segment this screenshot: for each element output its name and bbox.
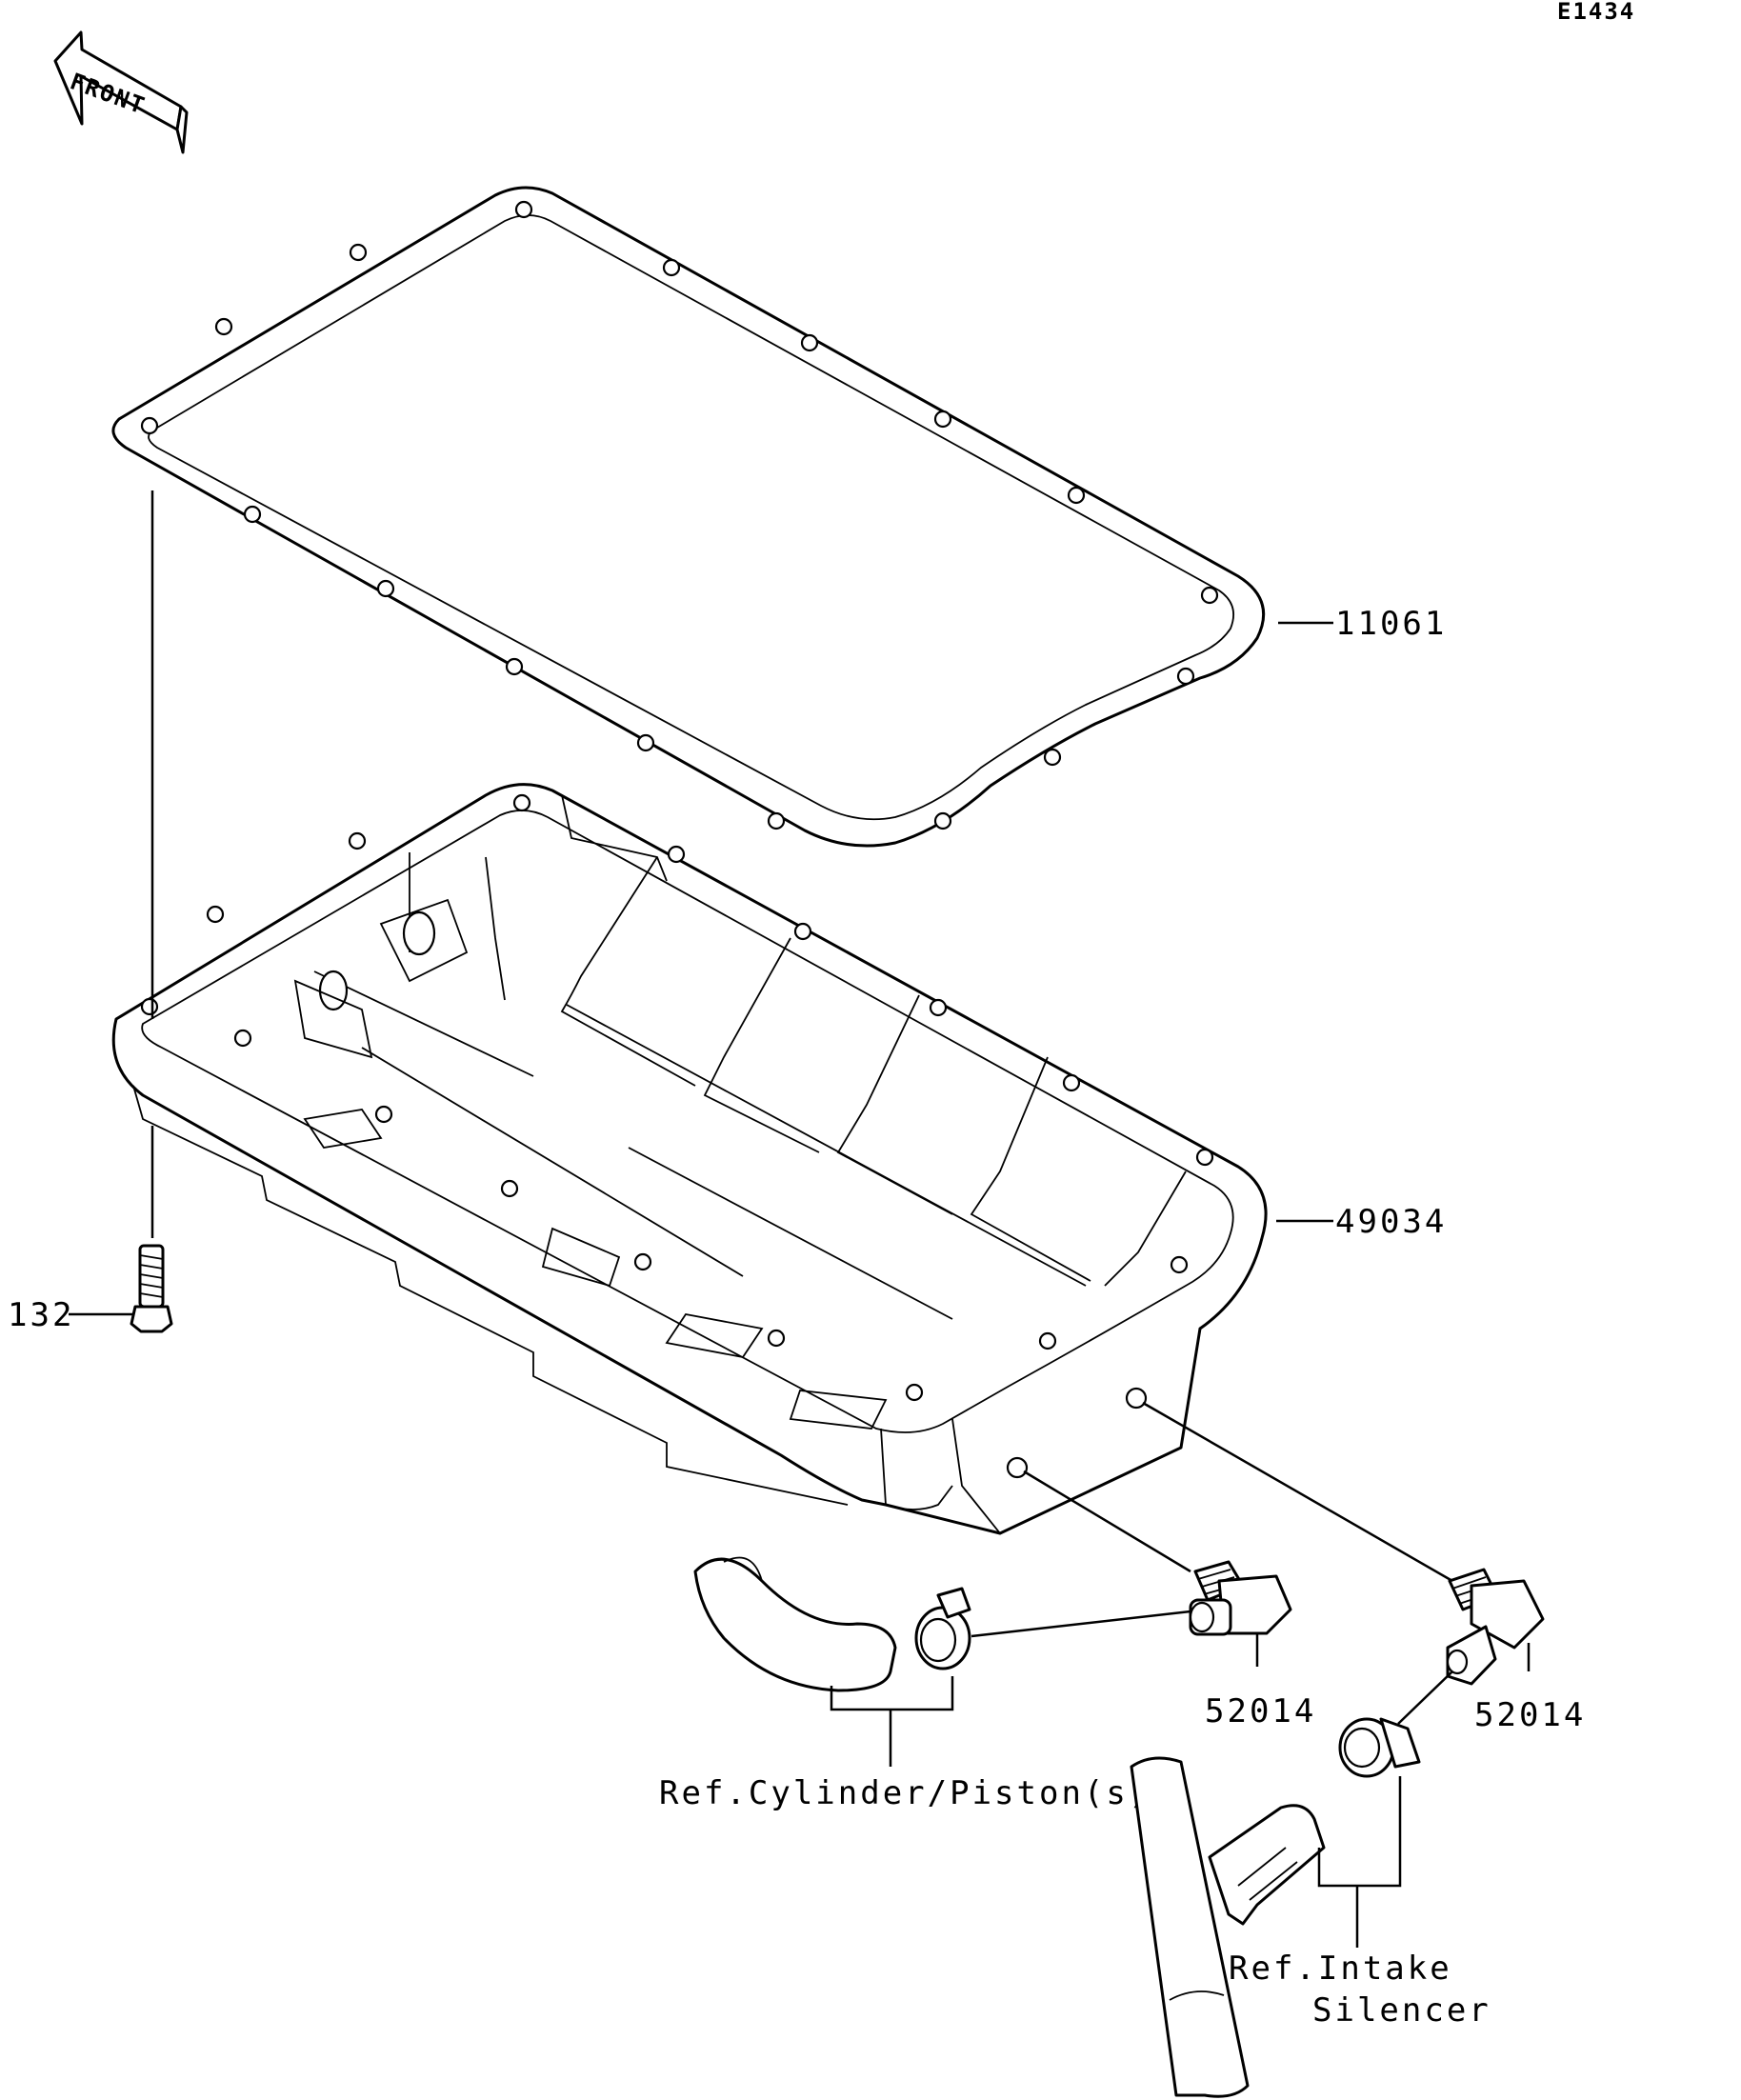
gasket xyxy=(111,186,1266,848)
assembly-line-left xyxy=(1023,1470,1191,1573)
hose-left xyxy=(693,1556,897,1692)
fitting-right xyxy=(1446,1568,1545,1686)
ref-cylinder-label: Ref.Cylinder/Piston(s) xyxy=(659,1774,1151,1812)
assembly-line-clamp-right xyxy=(1397,1670,1453,1725)
ref-intake-label-2: Silencer xyxy=(1312,1991,1491,2030)
part-label-oil-pan: 49034 xyxy=(1335,1203,1447,1241)
front-arrow-icon: FRONT xyxy=(53,30,189,154)
assembly-line-right xyxy=(1142,1401,1453,1583)
bolt xyxy=(130,1244,173,1333)
ref-intake-label-1: Ref.Intake xyxy=(1229,1950,1452,1988)
pan-outlet-left xyxy=(1006,1456,1029,1479)
oil-pan xyxy=(111,783,1268,1535)
hose-right xyxy=(1130,1756,1326,2098)
bracket-intake xyxy=(1317,1776,1402,1888)
diagram-id: E1434 xyxy=(1557,0,1635,25)
oil-pan-bolt-holes xyxy=(140,793,1214,1402)
clamp-right xyxy=(1338,1717,1421,1778)
gasket-bolt-holes xyxy=(140,200,1219,830)
clamp-left xyxy=(914,1587,971,1670)
assembly-line-clamp-left xyxy=(971,1610,1191,1638)
bracket-cylinder xyxy=(830,1676,954,1711)
part-label-fitting-right: 52014 xyxy=(1474,1696,1586,1734)
fitting-left xyxy=(1189,1560,1292,1636)
part-label-gasket: 11061 xyxy=(1335,605,1447,643)
pan-outlet-right xyxy=(1125,1387,1148,1410)
part-label-fitting-left: 52014 xyxy=(1205,1692,1316,1730)
part-label-bolt: 132 xyxy=(8,1296,74,1334)
